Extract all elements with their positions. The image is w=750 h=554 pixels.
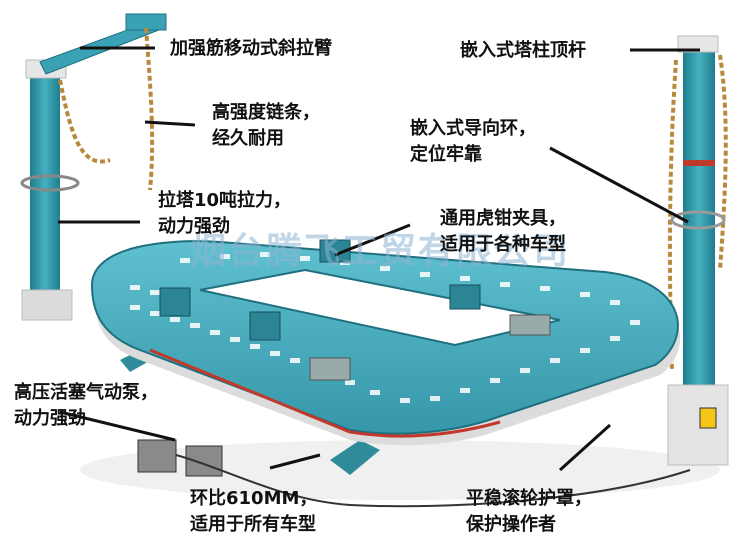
callout-ring-line2: 适用于所有车型 [190,514,316,535]
callout-guide-line2: 定位牢靠 [410,144,482,165]
right-tower [667,35,729,466]
callout-tower-line2: 动力强劲 [158,216,230,237]
callout-chain: 高强度链条， 经久耐用 [212,100,320,152]
callout-clamp-line1: 通用虎钳夹具， [440,208,566,229]
callout-arm: 加强筋移动式斜拉臂 [170,36,332,62]
callout-pump-line2: 动力强劲 [14,408,86,429]
platform [90,239,681,475]
callout-top-rod: 嵌入式塔柱顶杆 [460,38,586,64]
callout-chain-line1: 高强度链条， [212,102,320,123]
callout-roller-line1: 平稳滚轮护罩， [466,488,592,509]
leader-lines [58,46,700,472]
callout-chain-line2: 经久耐用 [212,128,284,149]
callout-ring-line1: 环比610MM， [190,488,318,509]
callout-tower-line1: 拉塔10吨拉力， [158,190,292,211]
callout-pump-line1: 高压活塞气动泵， [14,382,158,403]
callout-ring: 环比610MM， 适用于所有车型 [190,486,317,538]
callout-arm-text: 加强筋移动式斜拉臂 [170,38,332,59]
callout-clamp: 通用虎钳夹具， 适用于各种车型 [440,206,566,258]
callout-top-rod-text: 嵌入式塔柱顶杆 [460,40,586,61]
left-tower [20,13,167,321]
callout-roller-line2: 保护操作者 [466,514,556,535]
callout-guide: 嵌入式导向环， 定位牢靠 [410,116,536,168]
pump-units [137,439,691,508]
callout-clamp-line2: 适用于各种车型 [440,234,566,255]
callout-pump: 高压活塞气动泵， 动力强劲 [14,380,158,432]
callout-roller: 平稳滚轮护罩， 保护操作者 [466,486,592,538]
watermark-text: 烟台腾飞工贸有限公司 [190,231,571,272]
callout-tower: 拉塔10吨拉力， 动力强劲 [158,188,291,240]
callout-guide-line1: 嵌入式导向环， [410,118,536,139]
